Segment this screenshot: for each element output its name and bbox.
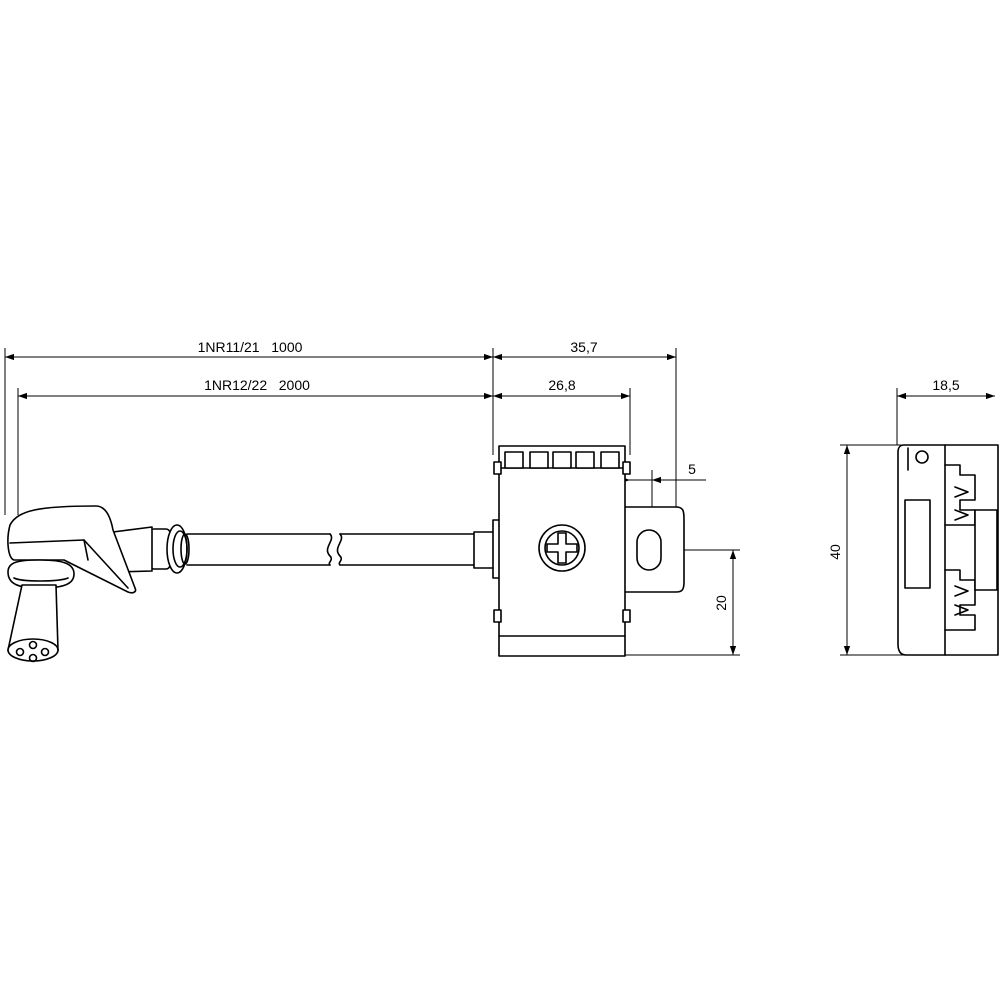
label-side-width: 18,5	[932, 377, 959, 393]
pin-icon	[28, 640, 38, 650]
mounting-hole-icon	[915, 450, 929, 464]
label-width-total: 35,7	[570, 339, 597, 355]
sensor-side-view	[897, 444, 999, 656]
label-side-height: 40	[827, 544, 843, 560]
mounting-slot-icon	[636, 529, 662, 571]
angled-connector	[7, 505, 190, 663]
dimension-labels: 1NR11/21 1000 1NR12/22 2000 35,7 26,8 5 …	[198, 339, 960, 611]
sensor-front-view	[473, 445, 685, 657]
cable	[186, 533, 475, 566]
label-length-1: 1NR11/21 1000	[198, 339, 303, 355]
pin-icon	[28, 653, 38, 663]
label-width-body: 26,8	[548, 377, 575, 393]
label-hole-offset: 5	[688, 461, 696, 477]
pin-icon	[15, 647, 25, 657]
label-hole-height: 20	[713, 595, 729, 611]
screw-icon	[538, 524, 586, 572]
pin-icon	[40, 647, 50, 657]
dimension-lines	[4, 348, 995, 656]
label-length-2: 1NR12/22 2000	[204, 377, 310, 393]
